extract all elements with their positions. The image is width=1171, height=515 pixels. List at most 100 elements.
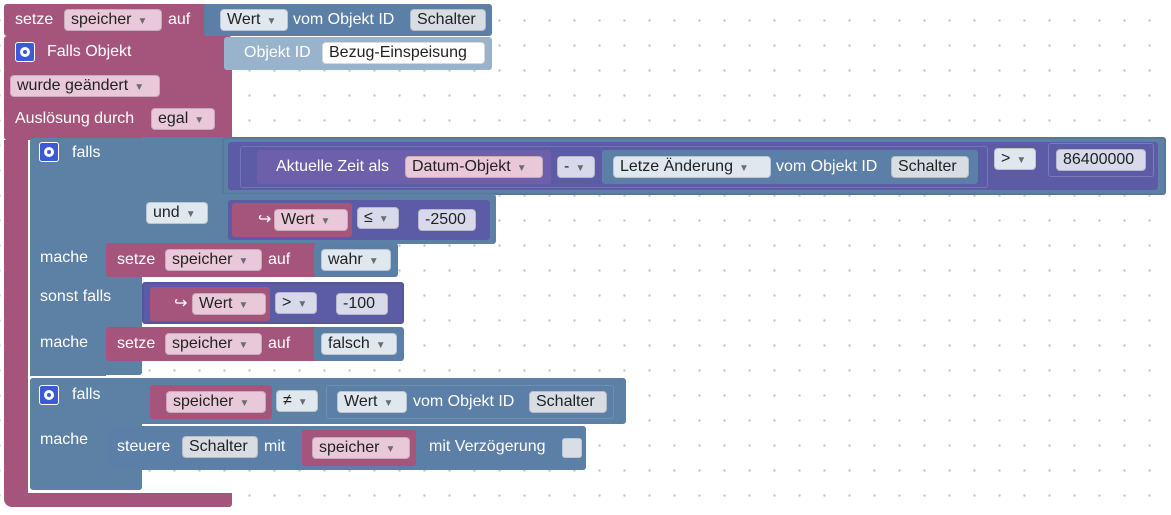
on-change-spine [4,140,28,498]
object-id-label: Objekt ID [244,44,311,61]
source-var-text: speicher [319,439,380,456]
gear-icon[interactable] [39,385,59,405]
if-label: falls [72,144,101,161]
trigger-label: Auslösung durch [15,110,135,127]
return-arrow-icon: ↪ [174,295,188,312]
gear-icon[interactable] [39,142,59,162]
gear-icon[interactable] [15,42,35,62]
delay-checkbox[interactable] [562,438,582,458]
false-value-block[interactable]: falsch▼ [314,327,404,361]
and-text: und [153,204,180,221]
dropdown-arrow-icon: ▼ [385,444,396,455]
dropdown-arrow-icon: ▼ [238,300,249,311]
condition-dropdown[interactable]: wurde geändert ▼ [10,75,160,97]
dropdown-arrow-icon: ▼ [368,256,379,267]
current-time-label: Aktuelle Zeit als [276,158,389,175]
source-var-block[interactable]: speicher ▼ [302,430,416,466]
minus-text: - [564,158,570,175]
on-change-footer [4,493,232,507]
object-id-value[interactable]: Bezug-Einspeisung [322,42,485,64]
value-var-block-2[interactable]: ↪ Wert▼ [150,287,270,321]
lte-operator-dropdown[interactable]: ≤▼ [357,207,399,229]
threshold-number-block[interactable]: 86400000 [1048,143,1154,177]
if-block-1-footer [30,361,142,375]
variable-dropdown[interactable]: speicher▼ [165,249,262,271]
object-id-input-block[interactable]: Objekt ID Bezug-Einspeisung [224,37,492,70]
dropdown-arrow-icon: ▼ [239,398,250,409]
neq-operator-dropdown[interactable]: ≠▼ [276,390,318,412]
high-value-number-block[interactable]: -100 [326,287,394,321]
high-value[interactable]: -100 [336,293,388,315]
object-id-field[interactable]: Schalter [410,9,486,31]
set-label: setze [117,335,156,352]
target-id-field[interactable]: Schalter [182,436,258,458]
greater-operator-dropdown[interactable]: >▼ [994,148,1036,170]
dropdown-arrow-icon: ▼ [134,82,145,93]
dropdown-arrow-icon: ▼ [297,299,308,310]
return-arrow-icon: ↪ [258,211,272,228]
variable-name: speicher [71,11,132,28]
from-object-label: vom Objekt ID [293,11,395,28]
time-format-text: Datum-Objekt [412,158,511,175]
with-label: mit [264,438,286,455]
last-change-dropdown[interactable]: Letze Änderung ▼ [613,156,771,178]
threshold-value[interactable]: 86400000 [1056,149,1146,171]
object-id-field[interactable]: Schalter [891,156,969,178]
current-time-block[interactable]: Aktuelle Zeit als Datum-Objekt▼ [257,150,551,184]
trigger-text: egal [158,110,189,127]
value-text: Wert [281,211,315,228]
lte-text: ≤ [364,209,373,226]
value-var-block[interactable]: ↪ Wert▼ [232,203,352,237]
on-change-block[interactable]: Falls Objekt wurde geändert▼ Auslösung d… [4,36,232,140]
value-dropdown[interactable]: Wert▼ [274,209,348,231]
set-label: setze [117,251,156,268]
false-value-text: falsch [328,335,370,352]
true-value-text: wahr [328,251,363,268]
if-block-1-spine [30,236,106,376]
variable-name: speicher [173,393,234,410]
condition-text: wurde geändert [17,77,129,94]
from-object-label: vom Objekt ID [413,393,515,410]
from-object-label: vom Objekt ID [776,158,878,175]
last-change-block[interactable]: Letze Änderung ▼ vom Objekt ID Schalter [602,150,978,184]
value-field-dropdown[interactable]: Wert▼ [337,391,407,413]
if-block-2-footer [30,470,142,490]
source-var-dropdown[interactable]: speicher ▼ [312,437,410,459]
gt-operator-dropdown[interactable]: >▼ [275,292,317,314]
true-value-block[interactable]: wahr ▼ [314,243,398,277]
set-label: setze [15,11,54,28]
last-change-text: Letze Änderung [620,158,733,175]
value-dropdown[interactable]: Wert▼ [192,293,266,315]
set-variable-block-top[interactable]: setze speicher▼ auf [4,4,232,36]
dropdown-arrow-icon: ▼ [266,16,277,27]
low-value-number-block[interactable]: -2500 [408,203,482,237]
value-field-dropdown[interactable]: Wert▼ [220,9,288,31]
low-value[interactable]: -2500 [418,209,476,231]
and-dropdown[interactable]: und ▼ [146,202,208,224]
dropdown-arrow-icon: ▼ [137,16,148,27]
set-false-block[interactable]: setze speicher▼ auf [106,327,324,361]
dropdown-arrow-icon: ▼ [575,163,586,174]
time-format-dropdown[interactable]: Datum-Objekt▼ [405,156,543,178]
minus-operator-dropdown[interactable]: -▼ [557,156,595,178]
control-block[interactable]: steuere Schalter mit speicher▼ mit Verzö… [106,426,586,470]
false-value-dropdown[interactable]: falsch▼ [321,333,397,355]
object-value-block-2[interactable]: Wert▼ vom Objekt ID Schalter [326,385,614,419]
true-value-dropdown[interactable]: wahr ▼ [321,249,391,271]
delay-label: mit Verzögerung [429,438,546,455]
trigger-dropdown[interactable]: egal▼ [151,108,215,130]
dropdown-arrow-icon: ▼ [297,397,308,408]
var-getter-block[interactable]: speicher ▼ [150,385,272,419]
set-true-block[interactable]: setze speicher▼ auf [106,243,324,277]
dropdown-arrow-icon: ▼ [738,163,749,174]
variable-dropdown[interactable]: speicher ▼ [64,9,162,31]
object-value-block[interactable]: Wert▼ vom Objekt ID Schalter [204,4,492,36]
if-label: falls [72,386,101,403]
object-id-field[interactable]: Schalter [529,391,607,413]
variable-dropdown[interactable]: speicher ▼ [166,391,266,413]
variable-dropdown[interactable]: speicher▼ [165,333,262,355]
dropdown-arrow-icon: ▼ [185,209,196,220]
do-label: mache [40,249,89,266]
and-condition-block[interactable] [140,137,231,245]
dropdown-arrow-icon: ▼ [238,340,249,351]
